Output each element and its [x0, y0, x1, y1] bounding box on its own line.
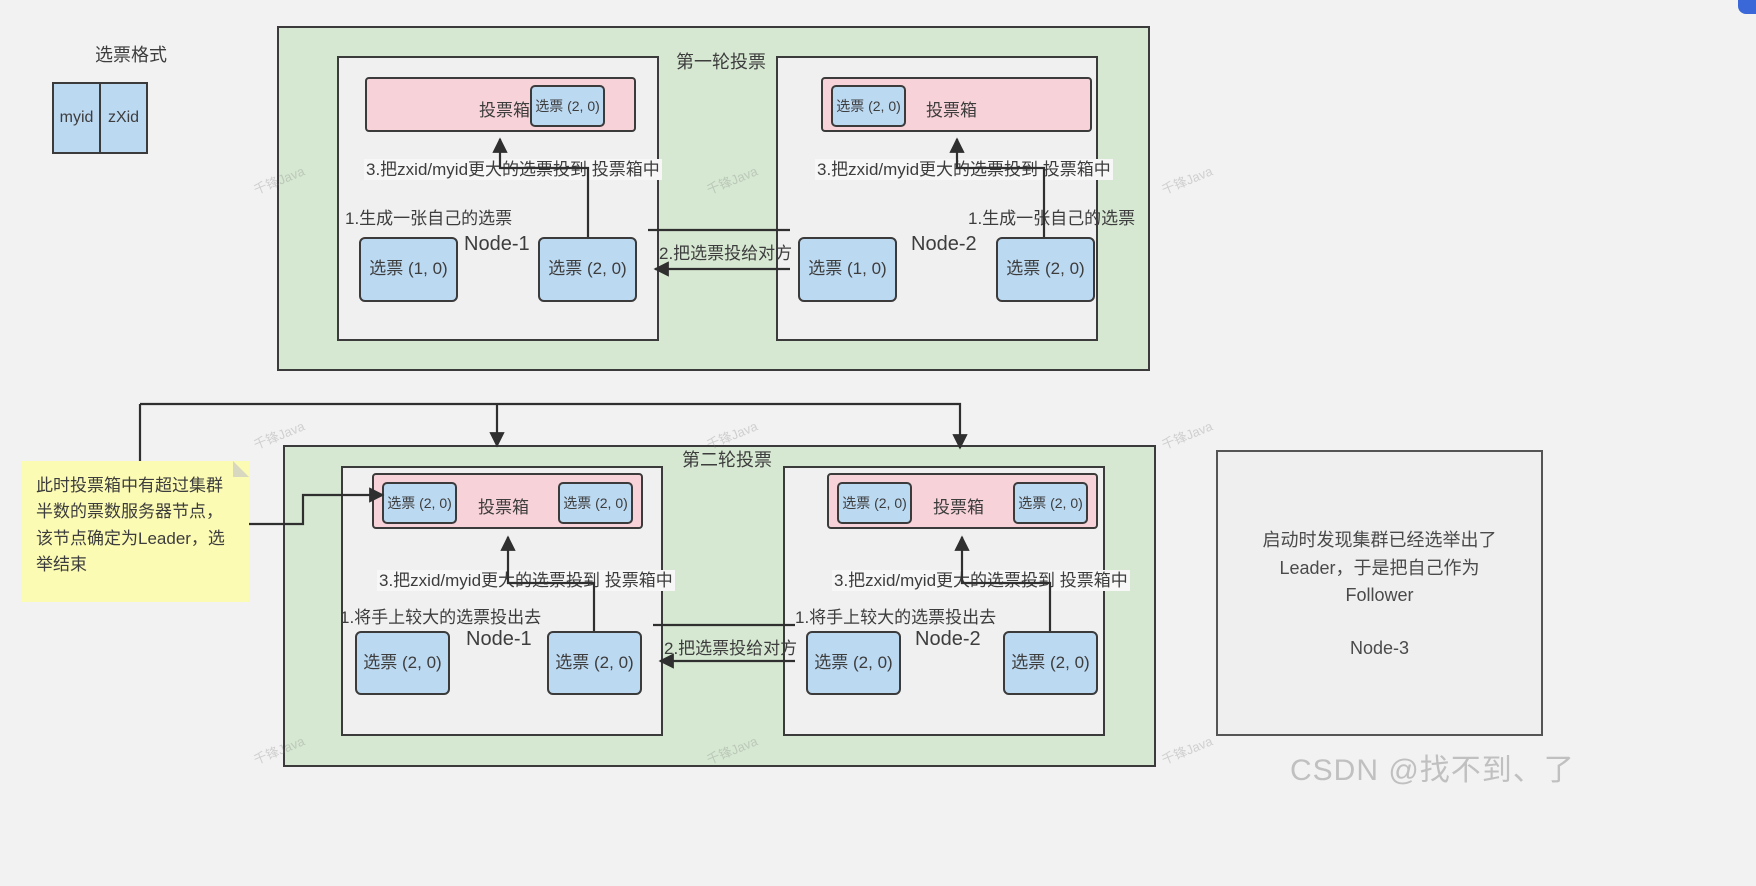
round-2-node-2-boxed-vote-2: 选票 (2, 0) — [1013, 482, 1088, 524]
round-2-node-2-name: Node-2 — [915, 628, 981, 650]
ballot-format-field-zxid: zXid — [107, 109, 140, 126]
watermark-tile: 千锋Java — [1159, 163, 1215, 198]
ballot-format-title: 选票格式 — [95, 45, 167, 65]
round-1-node-1-vote-1: 选票 (1, 0) — [359, 237, 458, 302]
round-2-title: 第二轮投票 — [682, 450, 772, 470]
node-3-name: Node-3 — [1349, 638, 1410, 659]
round-1-node-2-vote-2: 选票 (2, 0) — [996, 237, 1095, 302]
round-1-node-2-step3: 3.把zxid/myid更大的选票投到 投票箱中 — [815, 159, 1113, 181]
round1-to-round2-node2-link — [140, 402, 968, 450]
round-1-node-2-ballot-box: 选票 (2, 0) 投票箱 — [821, 77, 1092, 132]
round-1-node-1-vote-2: 选票 (2, 0) — [538, 237, 637, 302]
ballot-box-label: 投票箱 — [926, 101, 977, 120]
corner-accent — [1738, 0, 1756, 14]
round-1-node-1-ballot-box: 投票箱 选票 (2, 0) — [365, 77, 636, 132]
watermark-tile: 千锋Java — [1159, 733, 1215, 768]
ballot-box-label: 投票箱 — [479, 101, 530, 120]
round-2-node-2-step3: 3.把zxid/myid更大的选票投到 投票箱中 — [832, 570, 1130, 592]
round-2-node-1-step3: 3.把zxid/myid更大的选票投到 投票箱中 — [377, 570, 675, 592]
round-2-node-2-vote-2: 选票 (2, 0) — [1003, 631, 1098, 695]
round-2-node-2-vote-1: 选票 (2, 0) — [806, 631, 901, 695]
round-1-node-2-step1: 1.生成一张自己的选票 — [968, 209, 1136, 228]
round-1-title: 第一轮投票 — [676, 52, 766, 72]
round-1-node-1-boxed-vote-1: 选票 (2, 0) — [530, 85, 605, 127]
leader-decision-note: 此时投票箱中有超过集群半数的票数服务器节点，该节点确定为Leader，选举结束 — [22, 461, 249, 602]
round-1-exchange-label: 2.把选票投给对方 — [659, 244, 793, 263]
round-2-node-2-ballot-box: 选票 (2, 0) 投票箱 选票 (2, 0) — [827, 473, 1098, 529]
round-2-node-1-boxed-vote-2: 选票 (2, 0) — [558, 482, 633, 524]
round-2-node-1-name: Node-1 — [466, 628, 532, 650]
ballot-box-label: 投票箱 — [478, 498, 529, 517]
csdn-watermark: CSDN @找不到、了 — [1290, 754, 1575, 787]
round-1-node-1-name: Node-1 — [464, 233, 530, 255]
node-3-description: 启动时发现集群已经选举出了Leader，于是把自己作为Follower — [1262, 529, 1497, 606]
round-2-node-1-vote-1: 选票 (2, 0) — [355, 631, 450, 695]
ballot-box-label: 投票箱 — [933, 498, 984, 517]
round-2-node-1-vote-2: 选票 (2, 0) — [547, 631, 642, 695]
ballot-format-box: myid zXid — [52, 82, 148, 154]
round-2-node-2-boxed-vote-1: 选票 (2, 0) — [837, 482, 912, 524]
round-1-node-2-name: Node-2 — [911, 233, 977, 255]
watermark-tile: 千锋Java — [1159, 418, 1215, 453]
round-2-node-1-ballot-box: 选票 (2, 0) 投票箱 选票 (2, 0) — [372, 473, 643, 529]
note-fold-corner — [233, 461, 249, 477]
node-3-panel: 启动时发现集群已经选举出了Leader，于是把自己作为Follower Node… — [1216, 450, 1543, 736]
round-2-exchange-label: 2.把选票投给对方 — [664, 639, 798, 658]
round-1-node-2-vote-1: 选票 (1, 0) — [798, 237, 897, 302]
round-2-node-1-boxed-vote-1: 选票 (2, 0) — [382, 482, 457, 524]
round-2-node-2-step1: 1.将手上较大的选票投出去 — [795, 608, 997, 627]
round-1-node-2-boxed-vote-1: 选票 (2, 0) — [831, 85, 906, 127]
ballot-format-field-myid: myid — [54, 84, 101, 152]
round-1-node-1-step3: 3.把zxid/myid更大的选票投到 投票箱中 — [364, 159, 662, 181]
round-2-node-1-step1: 1.将手上较大的选票投出去 — [340, 608, 542, 627]
round-1-node-1-step1: 1.生成一张自己的选票 — [345, 209, 513, 228]
